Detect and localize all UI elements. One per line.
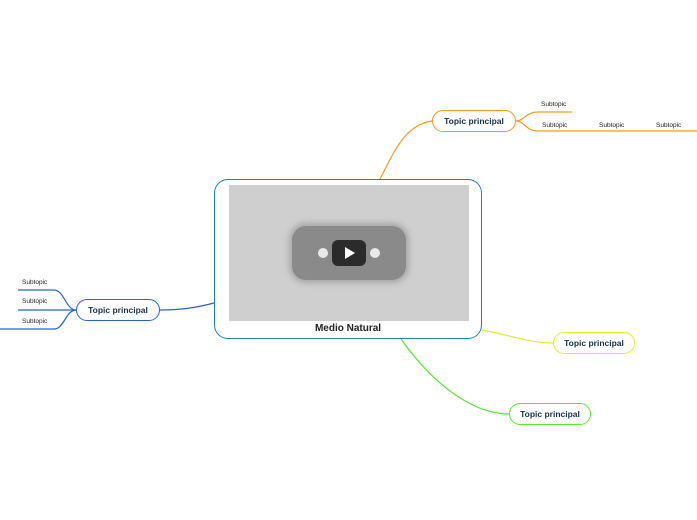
connector-line-blue-sub1: [18, 289, 77, 311]
video-dots: [318, 248, 380, 258]
connector-line-blue: [159, 302, 215, 311]
video-thumbnail[interactable]: [229, 185, 469, 321]
subtopic-orange-2[interactable]: Subtopic: [542, 122, 568, 129]
topic-principal-blue[interactable]: Topic principal: [76, 299, 160, 321]
subtopic-orange-4[interactable]: Subtopic: [656, 122, 682, 129]
topic-principal-yellow[interactable]: Topic principal: [553, 332, 635, 354]
subtopic-blue-3[interactable]: Subtopic: [22, 318, 48, 325]
subtopic-blue-2[interactable]: Subtopic: [22, 298, 48, 305]
connector-line-orange-sub2: [515, 120, 575, 132]
topic-principal-green[interactable]: Topic principal: [509, 403, 591, 425]
subtopic-orange-1[interactable]: Subtopic: [541, 101, 567, 108]
central-topic[interactable]: Medio Natural: [214, 179, 482, 339]
connector-line-orange-sub1: [515, 111, 572, 122]
connector-line-orange: [379, 120, 433, 180]
topic-principal-orange[interactable]: Topic principal: [432, 110, 516, 132]
subtopic-blue-1[interactable]: Subtopic: [22, 279, 48, 286]
connector-line-blue-sub3: [0, 309, 77, 330]
connector-line-yellow: [481, 329, 554, 344]
play-icon[interactable]: [332, 240, 366, 266]
subtopic-orange-3[interactable]: Subtopic: [599, 122, 625, 129]
video-frame: [292, 226, 406, 280]
connector-line-green: [400, 338, 510, 415]
central-topic-title: Medio Natural: [314, 323, 382, 334]
